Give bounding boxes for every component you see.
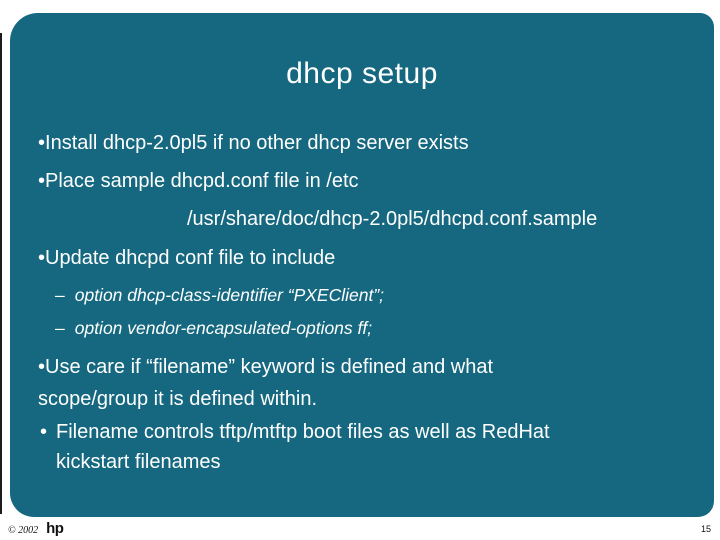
footer-copyright: © 2002 <box>8 525 39 536</box>
sub-bullet-item: –option dhcp-class-identifier “PXEClient… <box>55 284 384 306</box>
bullet-text: Use care if “filename” keyword is define… <box>38 356 494 410</box>
slide-canvas: dhcp setup •Install dhcp-2.0pl5 if no ot… <box>10 13 714 517</box>
bullet-item: •Update dhcpd conf file to include <box>38 246 335 270</box>
sub-bullet-text: option dhcp-class-identifier “PXEClient”… <box>74 285 385 305</box>
page-number: 15 <box>700 524 711 534</box>
bullet-marker: • <box>38 170 46 192</box>
slide-footer: © 2002 hp <box>8 520 64 537</box>
bullet-item: • Filename controls tftp/mtftp boot files… <box>40 417 550 477</box>
bullet-item: •Install dhcp-2.0pl5 if no other dhcp se… <box>38 131 469 155</box>
bullet-marker: • <box>38 356 46 378</box>
dash-marker: – <box>55 318 65 338</box>
path-text: /usr/share/doc/dhcp-2.0pl5/dhcpd.conf.sa… <box>187 208 598 230</box>
bullet-text: Update dhcpd conf file to include <box>45 247 336 269</box>
bullet-text: Install dhcp-2.0pl5 if no other dhcp ser… <box>45 132 469 154</box>
dash-marker: – <box>55 285 65 305</box>
bullet-marker: • <box>40 421 48 443</box>
bullet-item: •Place sample dhcpd.conf file in /etc <box>38 169 359 193</box>
bullet-text: Place sample dhcpd.conf file in /etc <box>45 170 359 192</box>
bullet-marker: • <box>38 247 46 269</box>
bullet-marker: • <box>38 132 46 154</box>
sample-path-line: /usr/share/doc/dhcp-2.0pl5/dhcpd.conf.sa… <box>187 207 597 231</box>
hp-logo: hp <box>46 520 64 537</box>
sub-bullet-text: option vendor-encapsulated-options ff; <box>74 318 373 338</box>
slide-title: dhcp setup <box>286 57 438 90</box>
sub-bullet-item: –option vendor-encapsulated-options ff; <box>55 317 372 339</box>
bullet-item: •Use care if “filename” keyword is defin… <box>38 351 613 415</box>
bullet-text: Filename controls tftp/mtftp boot files … <box>56 421 550 473</box>
window-edge-line <box>0 33 2 514</box>
